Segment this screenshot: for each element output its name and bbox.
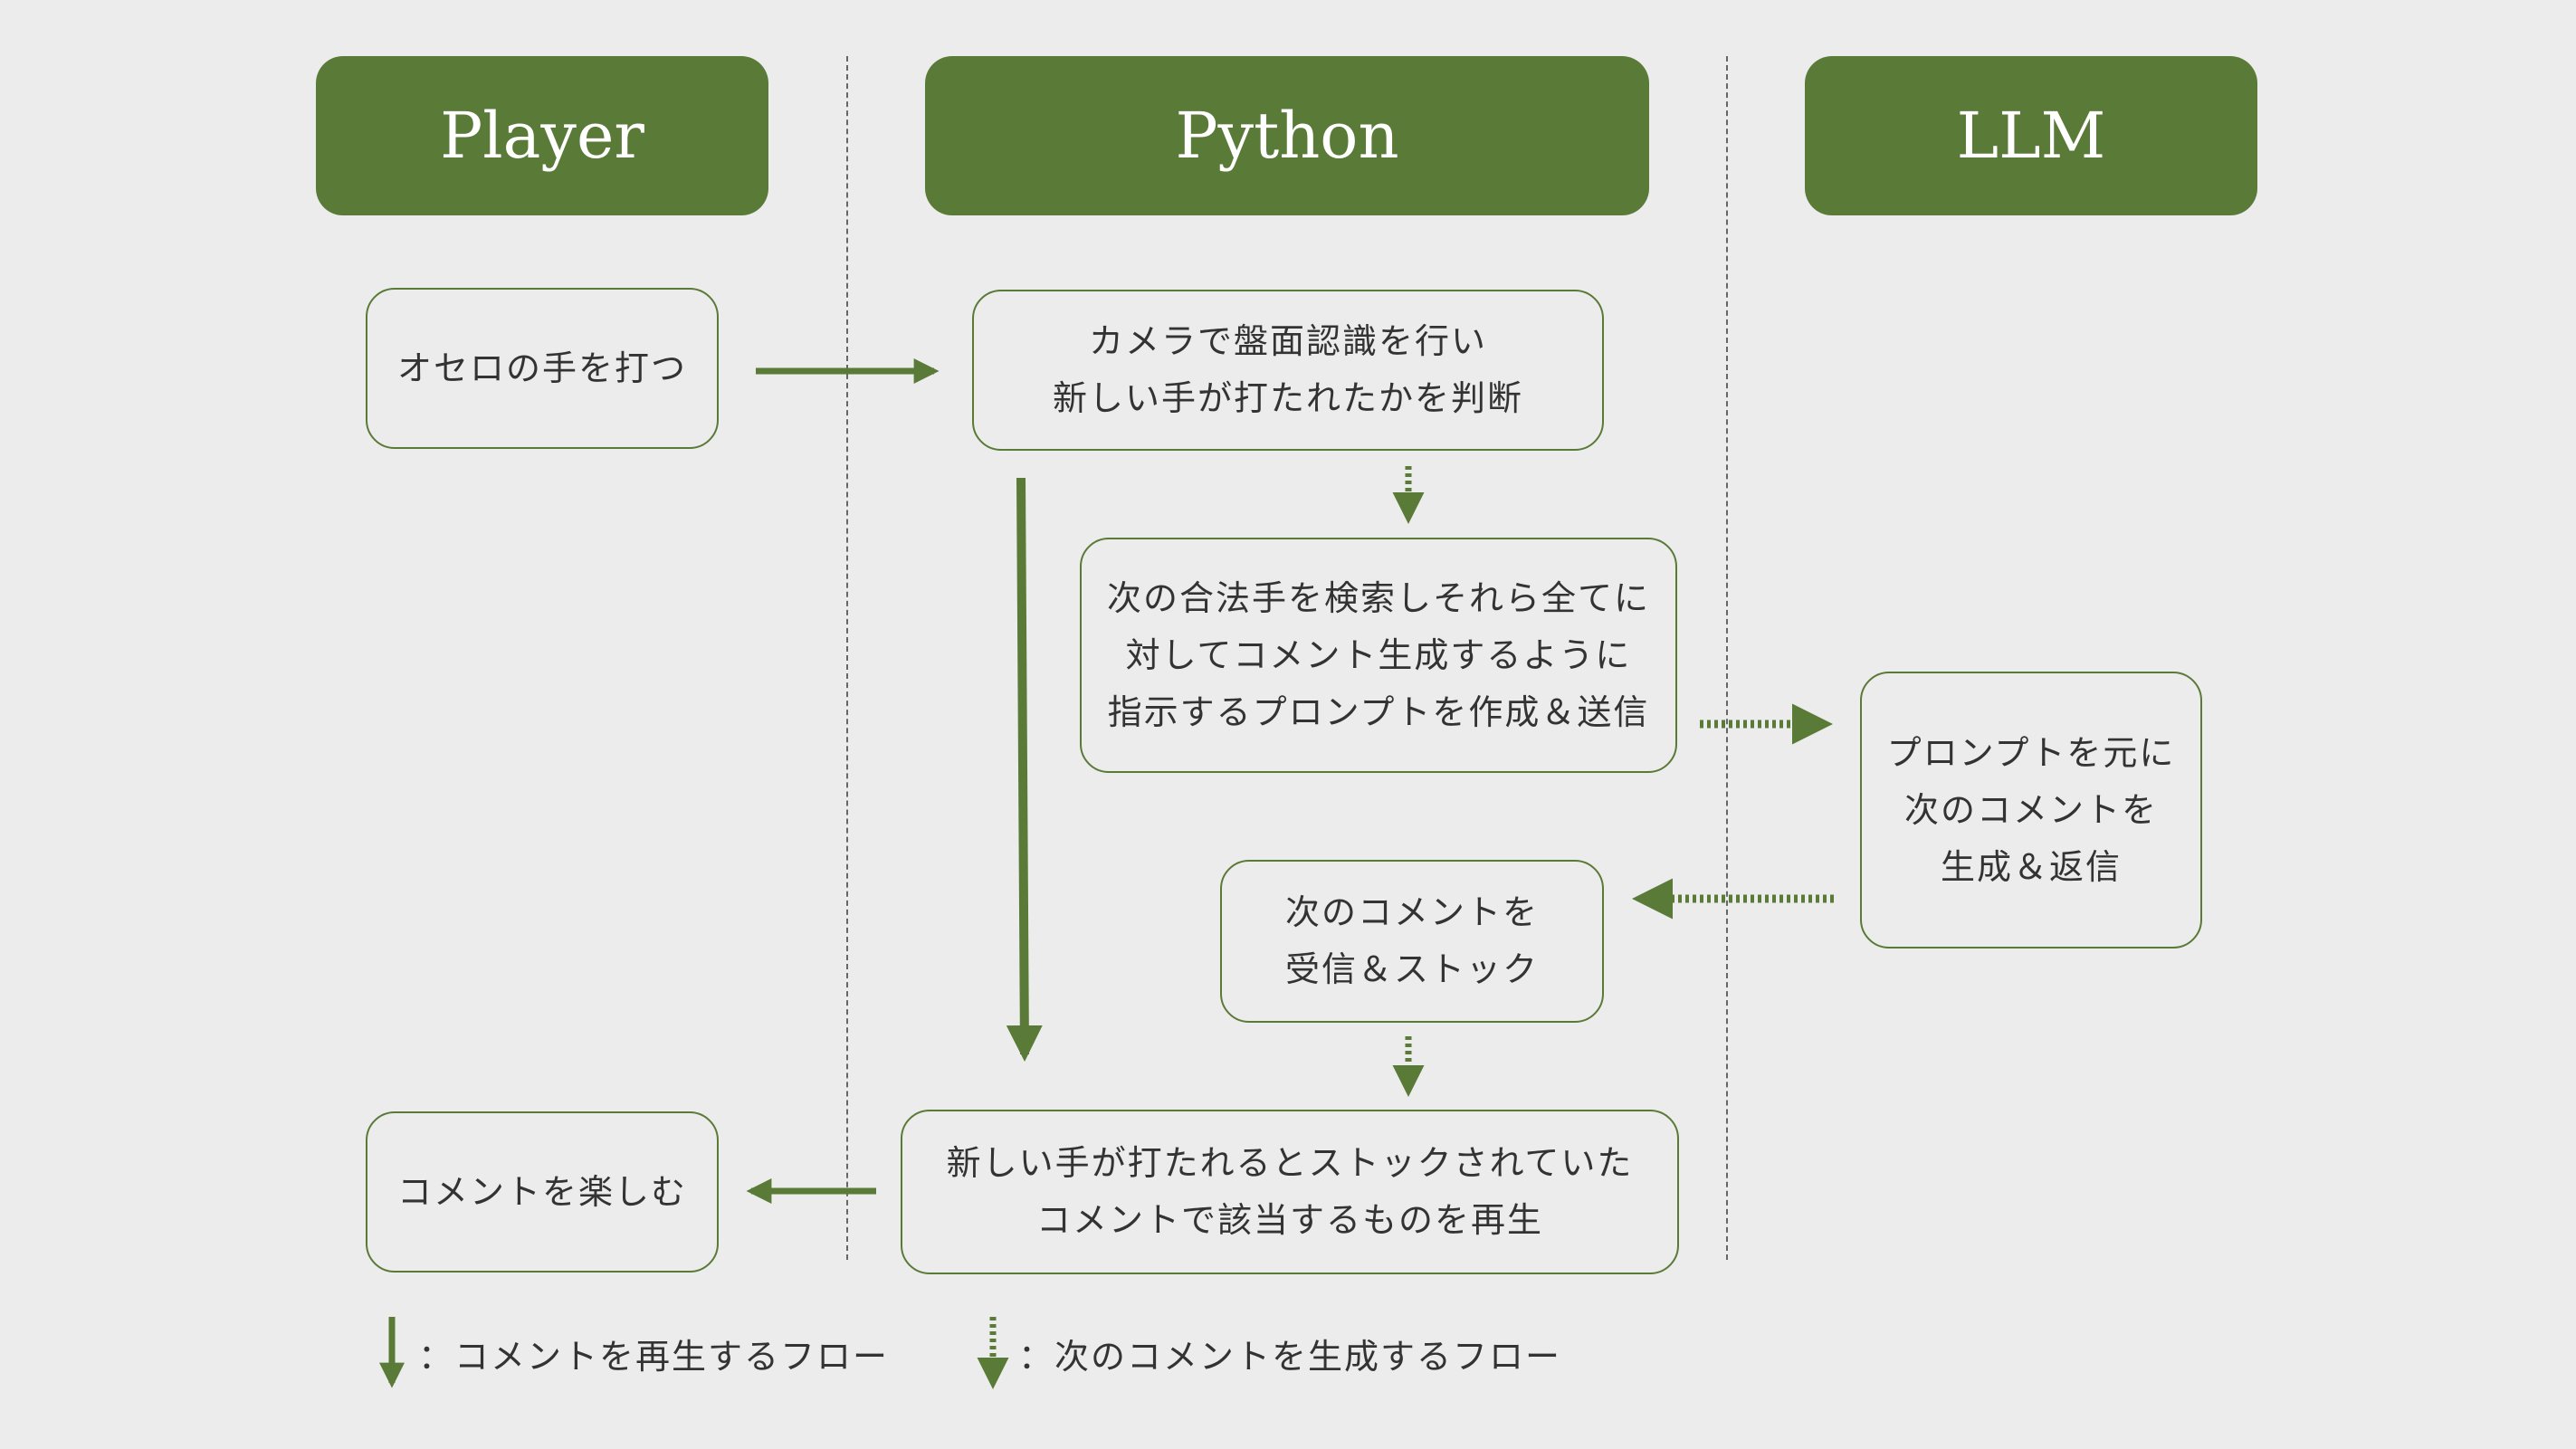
step-text-line: 次のコメントを bbox=[1903, 789, 2158, 830]
step-text-line: 受信＆ストック bbox=[1284, 949, 1539, 989]
step-text-line: 対してコメント生成するように bbox=[1125, 634, 1632, 675]
column-header-llm: LLM bbox=[1805, 56, 2257, 215]
column-header-player: Player bbox=[316, 56, 768, 215]
step-text-line: 次のコメントを bbox=[1284, 892, 1539, 932]
step-text-line: 新しい手が打たれるとストックされていた bbox=[946, 1143, 1634, 1183]
step-text-line: 新しい手が打たれたかを判断 bbox=[1052, 378, 1523, 418]
step-text-line: コメントで該当するものを再生 bbox=[1035, 1200, 1543, 1240]
step-text-line: プロンプトを元に bbox=[1886, 732, 2176, 773]
step-receive-stock: 次のコメントを受信＆ストック bbox=[1220, 860, 1604, 1023]
lane-divider-python-llm bbox=[1726, 56, 1728, 1260]
lane-divider-player-python bbox=[846, 56, 848, 1260]
legend-dotted-label: ：次のコメントを生成するフロー bbox=[1018, 1337, 1562, 1377]
step-text-line: オセロの手を打つ bbox=[396, 348, 687, 388]
column-header-python: Python bbox=[925, 56, 1649, 215]
arrow-detect-to-play-comment bbox=[1006, 477, 1043, 1062]
legend-solid-label: ：コメントを再生するフロー bbox=[418, 1337, 890, 1377]
step-build-prompt: 次の合法手を検索しそれら全てに対してコメント生成するように指示するプロンプトを作… bbox=[1080, 538, 1677, 773]
step-enjoy-comment: コメントを楽しむ bbox=[366, 1111, 719, 1273]
step-play-move: オセロの手を打つ bbox=[366, 288, 719, 449]
step-text-line: カメラで盤面認識を行い bbox=[1088, 321, 1487, 361]
step-detect-move: カメラで盤面認識を行い新しい手が打たれたかを判断 bbox=[972, 290, 1604, 451]
step-play-comment: 新しい手が打たれるとストックされていたコメントで該当するものを再生 bbox=[901, 1110, 1679, 1274]
step-text-line: 指示するプロンプトを作成＆送信 bbox=[1107, 691, 1650, 732]
step-text-line: 次の合法手を検索しそれら全てに bbox=[1106, 577, 1650, 618]
step-text-line: 生成＆返信 bbox=[1940, 846, 2122, 887]
step-text-line: コメントを楽しむ bbox=[396, 1171, 687, 1212]
step-llm-generate: プロンプトを元に次のコメントを生成＆返信 bbox=[1860, 672, 2202, 949]
